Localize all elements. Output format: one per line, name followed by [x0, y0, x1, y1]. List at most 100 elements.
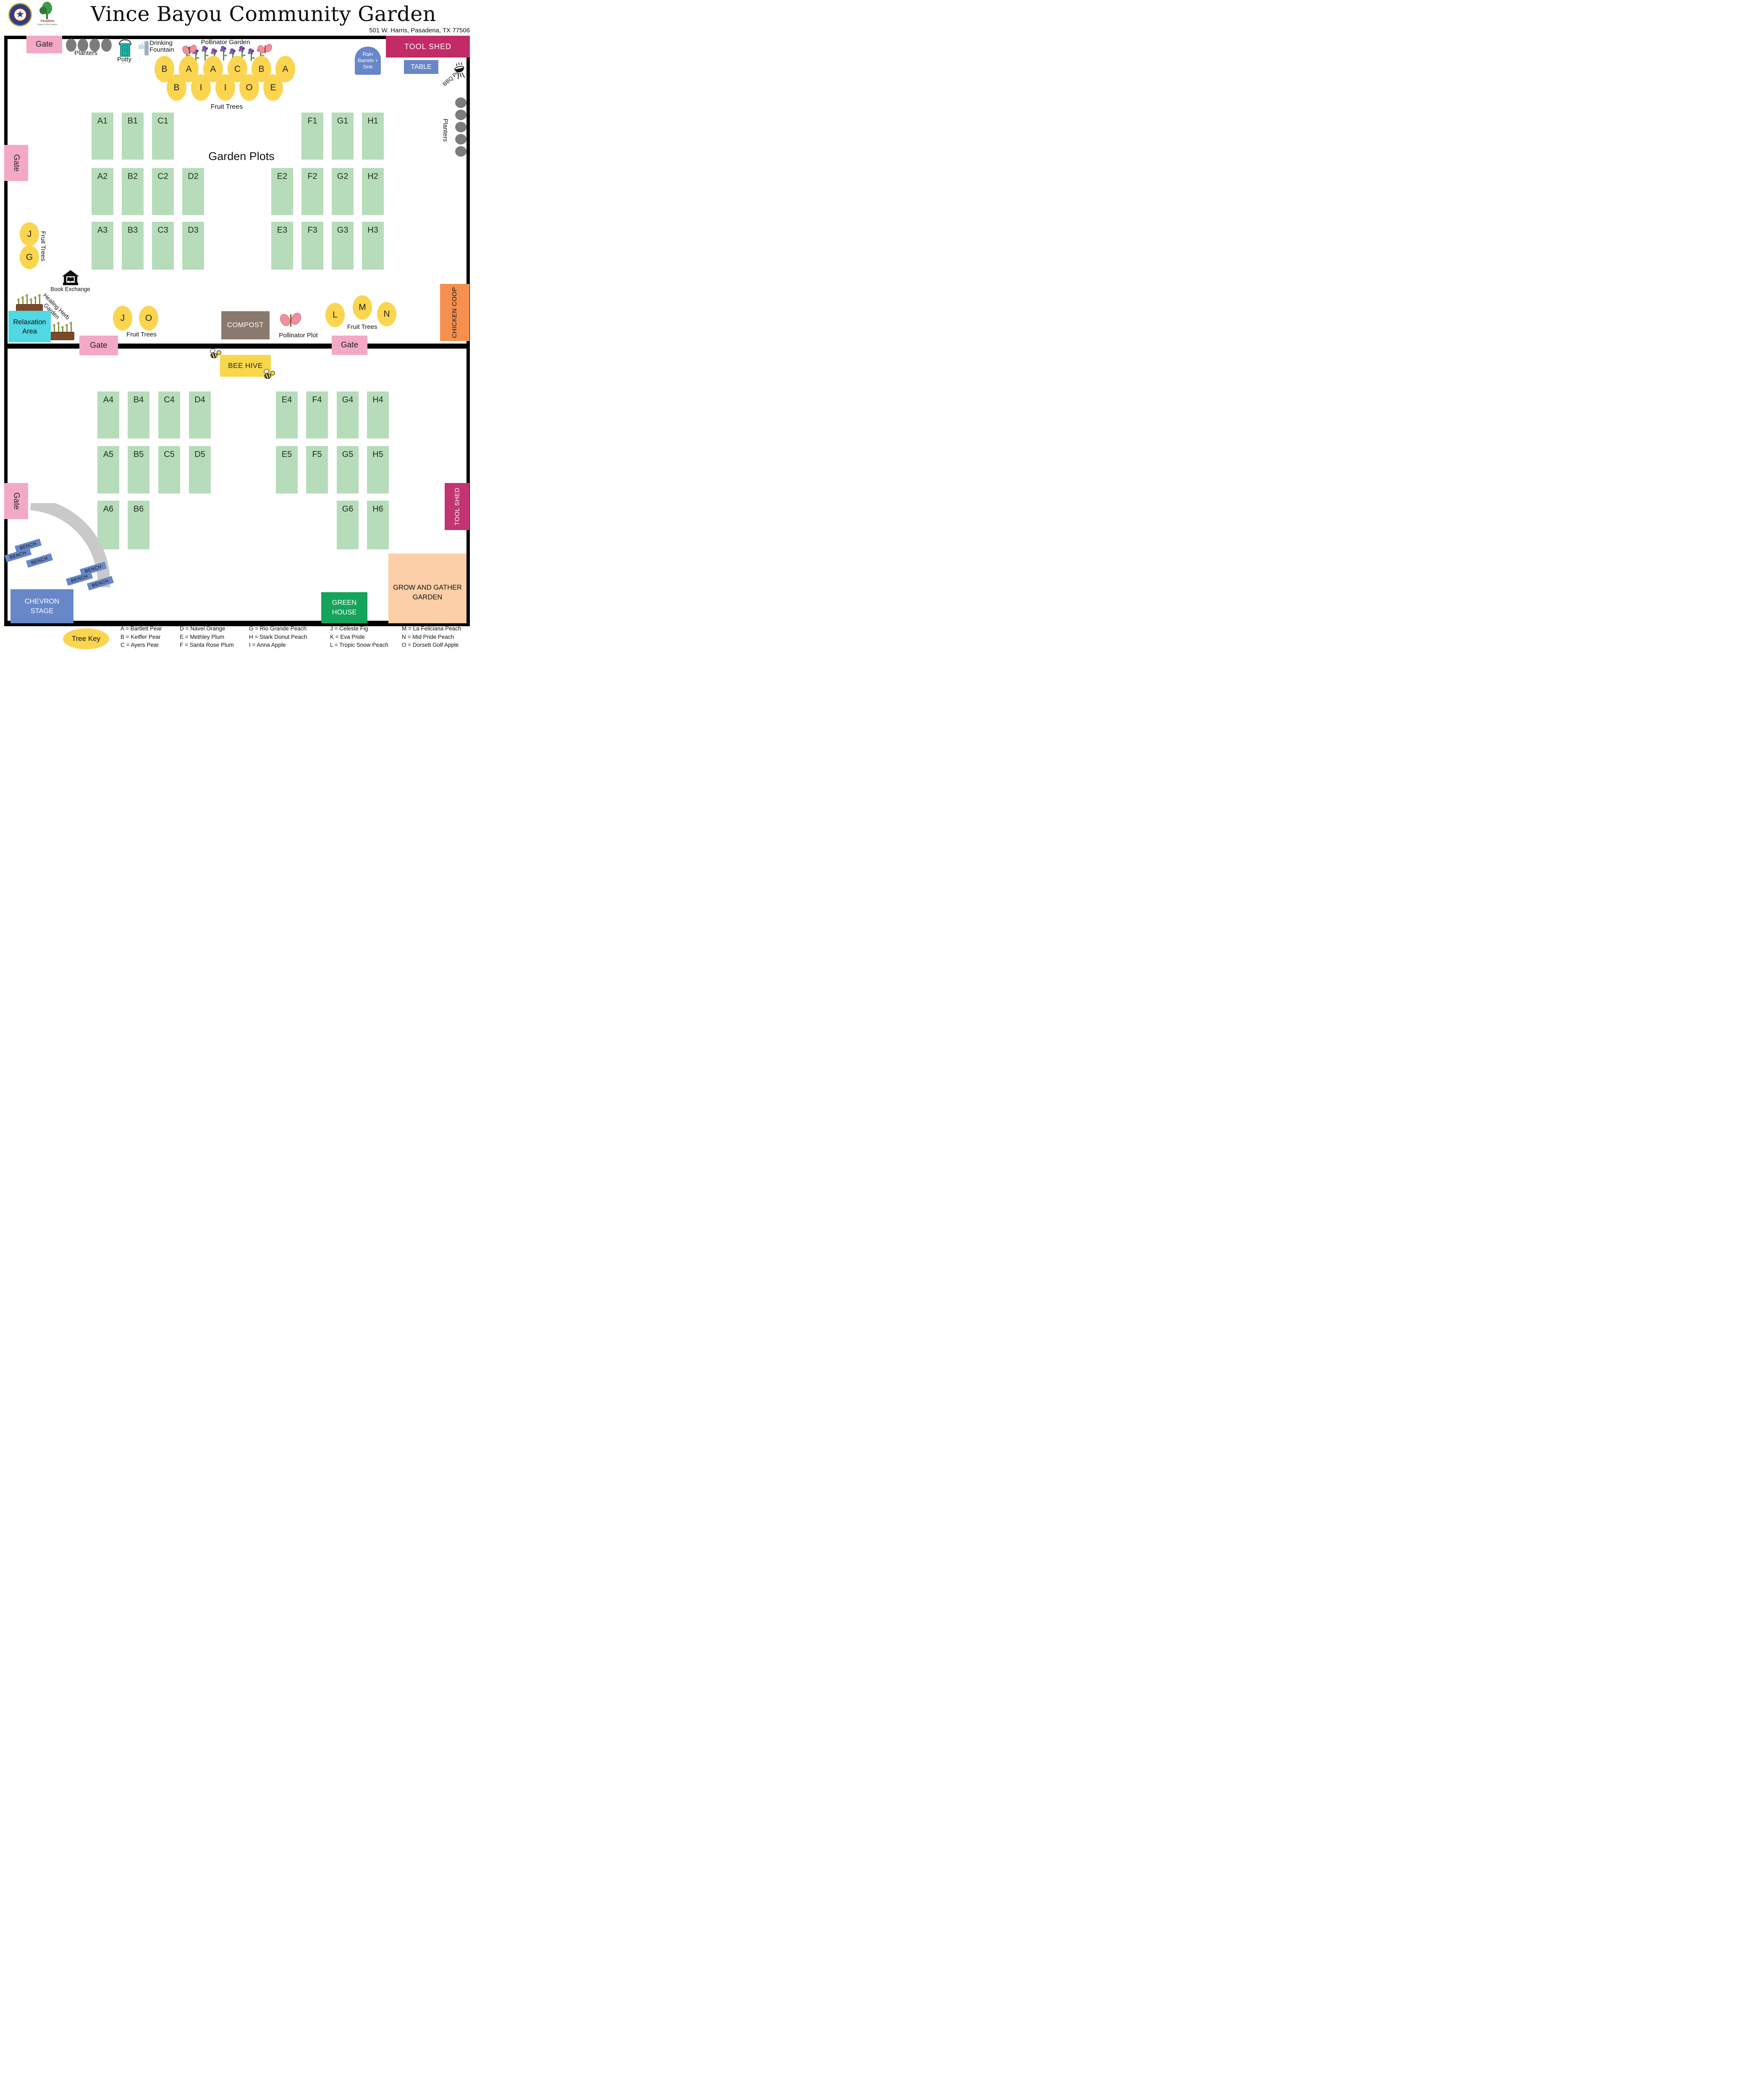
herb-sprig-icon [52, 324, 55, 332]
pasadena-city-seal-icon: ★ [8, 3, 32, 26]
garden-plot-B2: B2 [122, 168, 144, 215]
fruit-tree-I: I [191, 74, 211, 101]
planters-top-label: Planters [74, 50, 98, 57]
garden-plot-E5: E5 [276, 446, 298, 494]
book-exchange-icon [62, 270, 79, 285]
planter-dot [89, 39, 100, 52]
garden-plot-C1: C1 [152, 113, 174, 160]
map-border-top [4, 36, 470, 39]
legend-entry: N = Mid Pride Peach [402, 633, 454, 640]
garden-plot-A3: A3 [92, 222, 113, 270]
garden-plot-E3: E3 [271, 222, 293, 270]
garden-plot-C3: C3 [152, 222, 174, 270]
fruit-trees-west-label-box: Fruit Trees [39, 223, 48, 269]
fruit-trees-east-label: Fruit Trees [347, 323, 377, 331]
grow-and-gather-garden: GROW AND GATHER GARDEN [388, 554, 467, 623]
fruit-tree-N: N [377, 302, 396, 326]
butterfly-icon [256, 42, 274, 56]
chicken-coop-label: CHICKEN COOP [451, 287, 458, 338]
butterfly-icon [181, 43, 198, 57]
garden-plot-F3: F3 [301, 222, 323, 270]
garden-plot-A4: A4 [97, 391, 119, 438]
tool-shed-east: TOOL SHED [445, 483, 469, 530]
garden-plot-G1: G1 [332, 113, 354, 160]
fruit-tree-G: G [20, 245, 39, 269]
page-title: Vince Bayou Community Garden [91, 2, 436, 26]
tool-shed-north: TOOL SHED [386, 36, 470, 58]
legend-entry: L = Tropic Snow Peach [330, 642, 388, 648]
garden-plot-F4: F4 [306, 391, 328, 438]
legend-entry: C = Ayers Pear [121, 642, 159, 648]
legend-entry: M = La Feliciana Peach [402, 625, 461, 632]
butterfly-icon [278, 311, 303, 332]
legend-entry: H = Stark Donut Peach [249, 633, 307, 640]
pollinator-garden-flowers [181, 42, 274, 62]
planter-dot [455, 97, 467, 108]
garden-plot-B1: B1 [122, 113, 144, 160]
garden-plot-A5: A5 [97, 446, 119, 494]
herb-sprig-icon [38, 294, 41, 304]
legend-entry: J = Celeste Fig [330, 625, 368, 632]
pollinator-garden-label: Pollinator Garden [201, 39, 250, 46]
legend-entry: E = Methley Plum [180, 633, 225, 640]
garden-plot-C5: C5 [158, 446, 180, 494]
planter-dot [455, 134, 467, 144]
garden-plot-B4: B4 [128, 391, 149, 438]
flower-icon [202, 46, 209, 60]
garden-plot-F2: F2 [301, 168, 323, 215]
garden-plot-D5: D5 [189, 446, 211, 494]
fruit-tree-B: B [167, 74, 186, 101]
herb-sprig-icon [61, 326, 64, 332]
chevron-stage: CHEVRON STAGE [10, 589, 73, 623]
table: TABLE [404, 60, 438, 74]
garden-plot-B3: B3 [122, 222, 144, 270]
planter-dot [101, 39, 112, 52]
flower-icon [221, 46, 227, 60]
planters-right-label-box: Planters [441, 107, 450, 153]
gate-west-lower: Gate [4, 483, 28, 519]
gate-mid-west: Gate [79, 336, 118, 355]
garden-plot-H4: H4 [367, 391, 389, 438]
fruit-tree-L: L [325, 303, 345, 327]
garden-plot-G6: G6 [337, 501, 359, 549]
herb-sprig-icon [29, 298, 32, 304]
garden-plot-C4: C4 [158, 391, 180, 438]
garden-plot-F1: F1 [301, 113, 323, 160]
legend-entry: F = Santa Rose Plum [180, 642, 234, 648]
herb-sprig-icon [21, 296, 24, 304]
planter-dot [455, 122, 467, 132]
planter-dot [455, 110, 467, 120]
fruit-tree-M: M [353, 295, 372, 320]
herb-sprig-icon [57, 322, 60, 332]
garden-plot-F5: F5 [306, 446, 328, 494]
chicken-coop: CHICKEN COOP [440, 284, 469, 341]
garden-plot-H2: H2 [362, 168, 384, 215]
fruit-tree-J: J [20, 222, 39, 246]
gate-north: Gate [26, 36, 62, 53]
fruit-tree-A: A [179, 56, 199, 82]
planter-dot [78, 39, 88, 52]
legend-entry: D = Navel Orange [180, 625, 225, 632]
herb-planter-box-1 [16, 294, 43, 312]
garden-plots-title: Garden Plots [208, 150, 275, 163]
rain-barrels-sink: Rain Barrels + Sink [355, 47, 381, 75]
drinking-fountain-label: Drinking Fountain [149, 39, 174, 53]
bee-hive: BEE HIVE [220, 355, 271, 377]
fruit-trees-west-label: Fruit Trees [39, 231, 47, 261]
planter-dot [66, 39, 76, 52]
garden-plot-G4: G4 [337, 391, 359, 438]
bee-icon [209, 347, 221, 358]
herb-planter-box-2 [47, 322, 74, 340]
potty-icon [119, 39, 131, 57]
gate-west-upper-label: Gate [12, 154, 21, 172]
garden-plot-E2: E2 [271, 168, 293, 215]
garden-plot-B6: B6 [128, 501, 149, 549]
book-exchange-label: Book Exchange [50, 286, 90, 292]
potty-label: Potty [117, 56, 132, 63]
garden-plot-A2: A2 [92, 168, 113, 215]
herb-sprig-icon [17, 298, 20, 304]
garden-plot-H5: H5 [367, 446, 389, 494]
flower-icon [239, 46, 246, 60]
fruit-trees-central-label: Fruit Trees [126, 331, 157, 338]
bbq-grill-icon [454, 62, 465, 79]
